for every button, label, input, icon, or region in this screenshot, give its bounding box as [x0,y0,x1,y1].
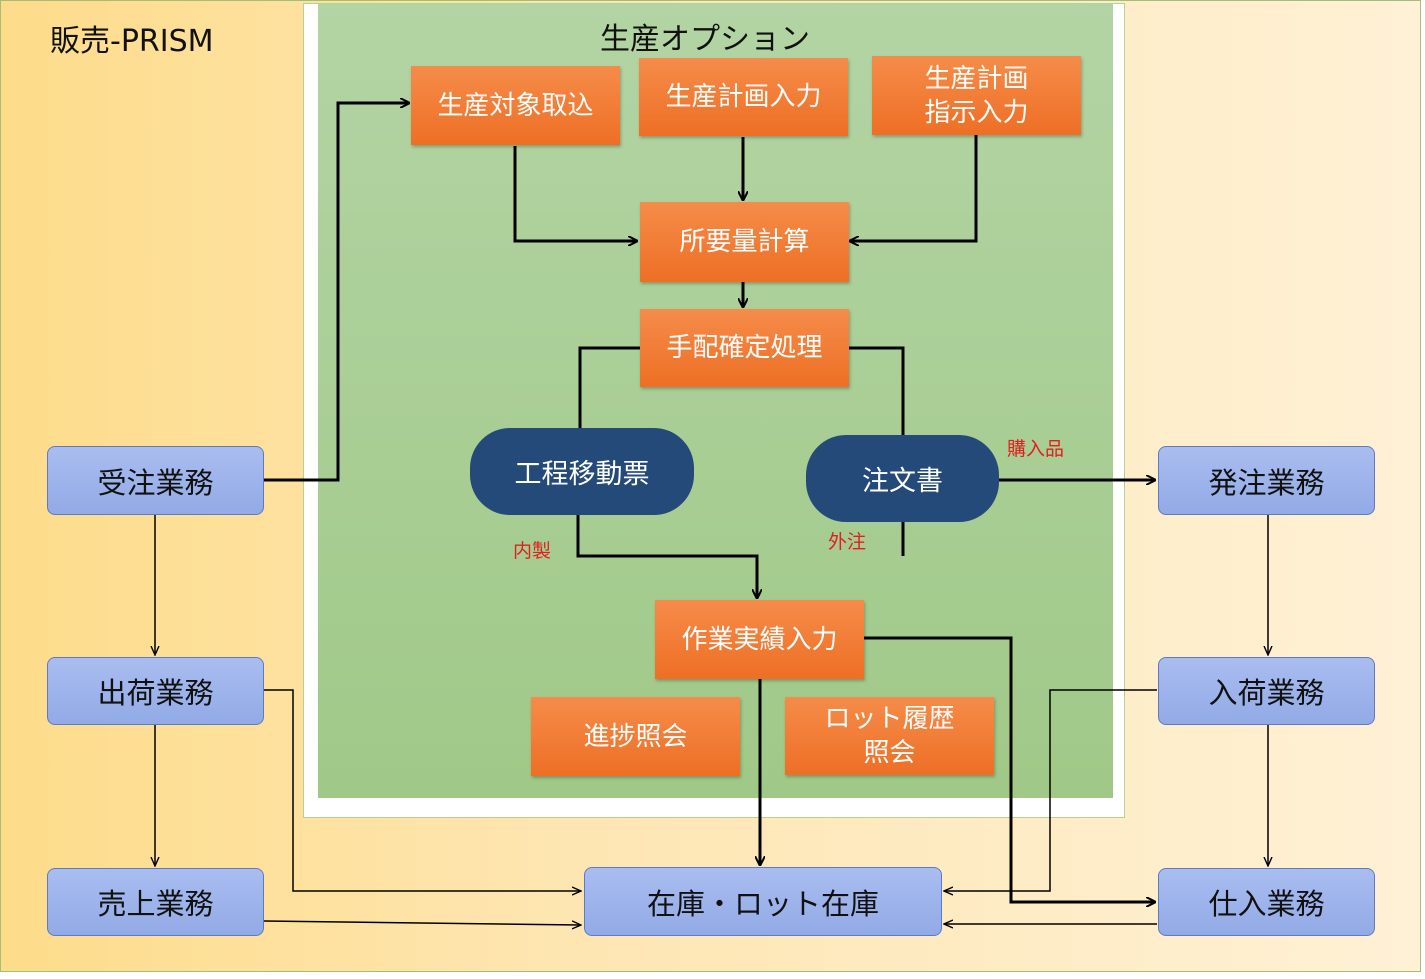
hatchu-box: 発注業務 [1158,446,1375,515]
edge-nyuka-to-zaiko [945,689,1157,891]
uriage-box: 売上業務 [47,868,264,936]
edge-shiji-to-shoyoryo [851,135,978,241]
edge-sagyo-to-shiire [864,636,1154,902]
shiire-box: 仕入業務 [1158,868,1375,936]
edge-uriage-to-zaiko [263,920,580,925]
naisei-label: 内製 [513,540,552,562]
konyu-label: 購入品 [1007,438,1065,460]
edge-tehai-to-koutei [578,346,640,430]
sales-prism-title: 販売-PRISM [50,24,214,59]
zaiko-lot-box: 在庫・ロット在庫 [584,867,942,936]
nyuka-box: 入荷業務 [1158,657,1375,725]
tehai-box: 手配確定処理 [640,309,849,387]
edge-juchu-to-seisan-taisho [264,103,408,482]
lot-rireki-box: ロット履歴 照会 [785,697,994,775]
seisan-shiji-line1: 生産計画 [924,63,1029,94]
seisan-keikaku-box: 生産計画入力 [639,58,848,136]
seisan-taisho-box: 生産対象取込 [411,66,620,145]
shinchoku-box: 進捗照会 [531,697,740,776]
edge-koutei-to-sagyo [576,515,757,597]
edge-shukka-to-zaiko [264,689,580,891]
lot-rireki-line2: 照会 [863,738,916,768]
sagyo-jisseki-box: 作業実績入力 [655,600,864,679]
lot-rireki-line1: ロット履歴 [824,704,955,734]
koutei-idohyo-document: 工程移動票 [470,428,694,515]
edge-seisan-taisho-to-shoyoryo [513,146,636,241]
chumonsho-document: 注文書 [806,435,999,522]
production-option-title: 生産オプション [600,22,810,57]
gaichu-label: 外注 [828,531,867,553]
shoyoryo-box: 所要量計算 [640,202,849,282]
seisan-shiji-box: 生産計画 指示入力 [872,56,1081,135]
shukka-box: 出荷業務 [47,657,264,725]
juchu-box: 受注業務 [47,446,264,515]
edge-tehai-to-chumon [848,346,905,437]
seisan-shiji-line2: 指示入力 [924,97,1029,128]
